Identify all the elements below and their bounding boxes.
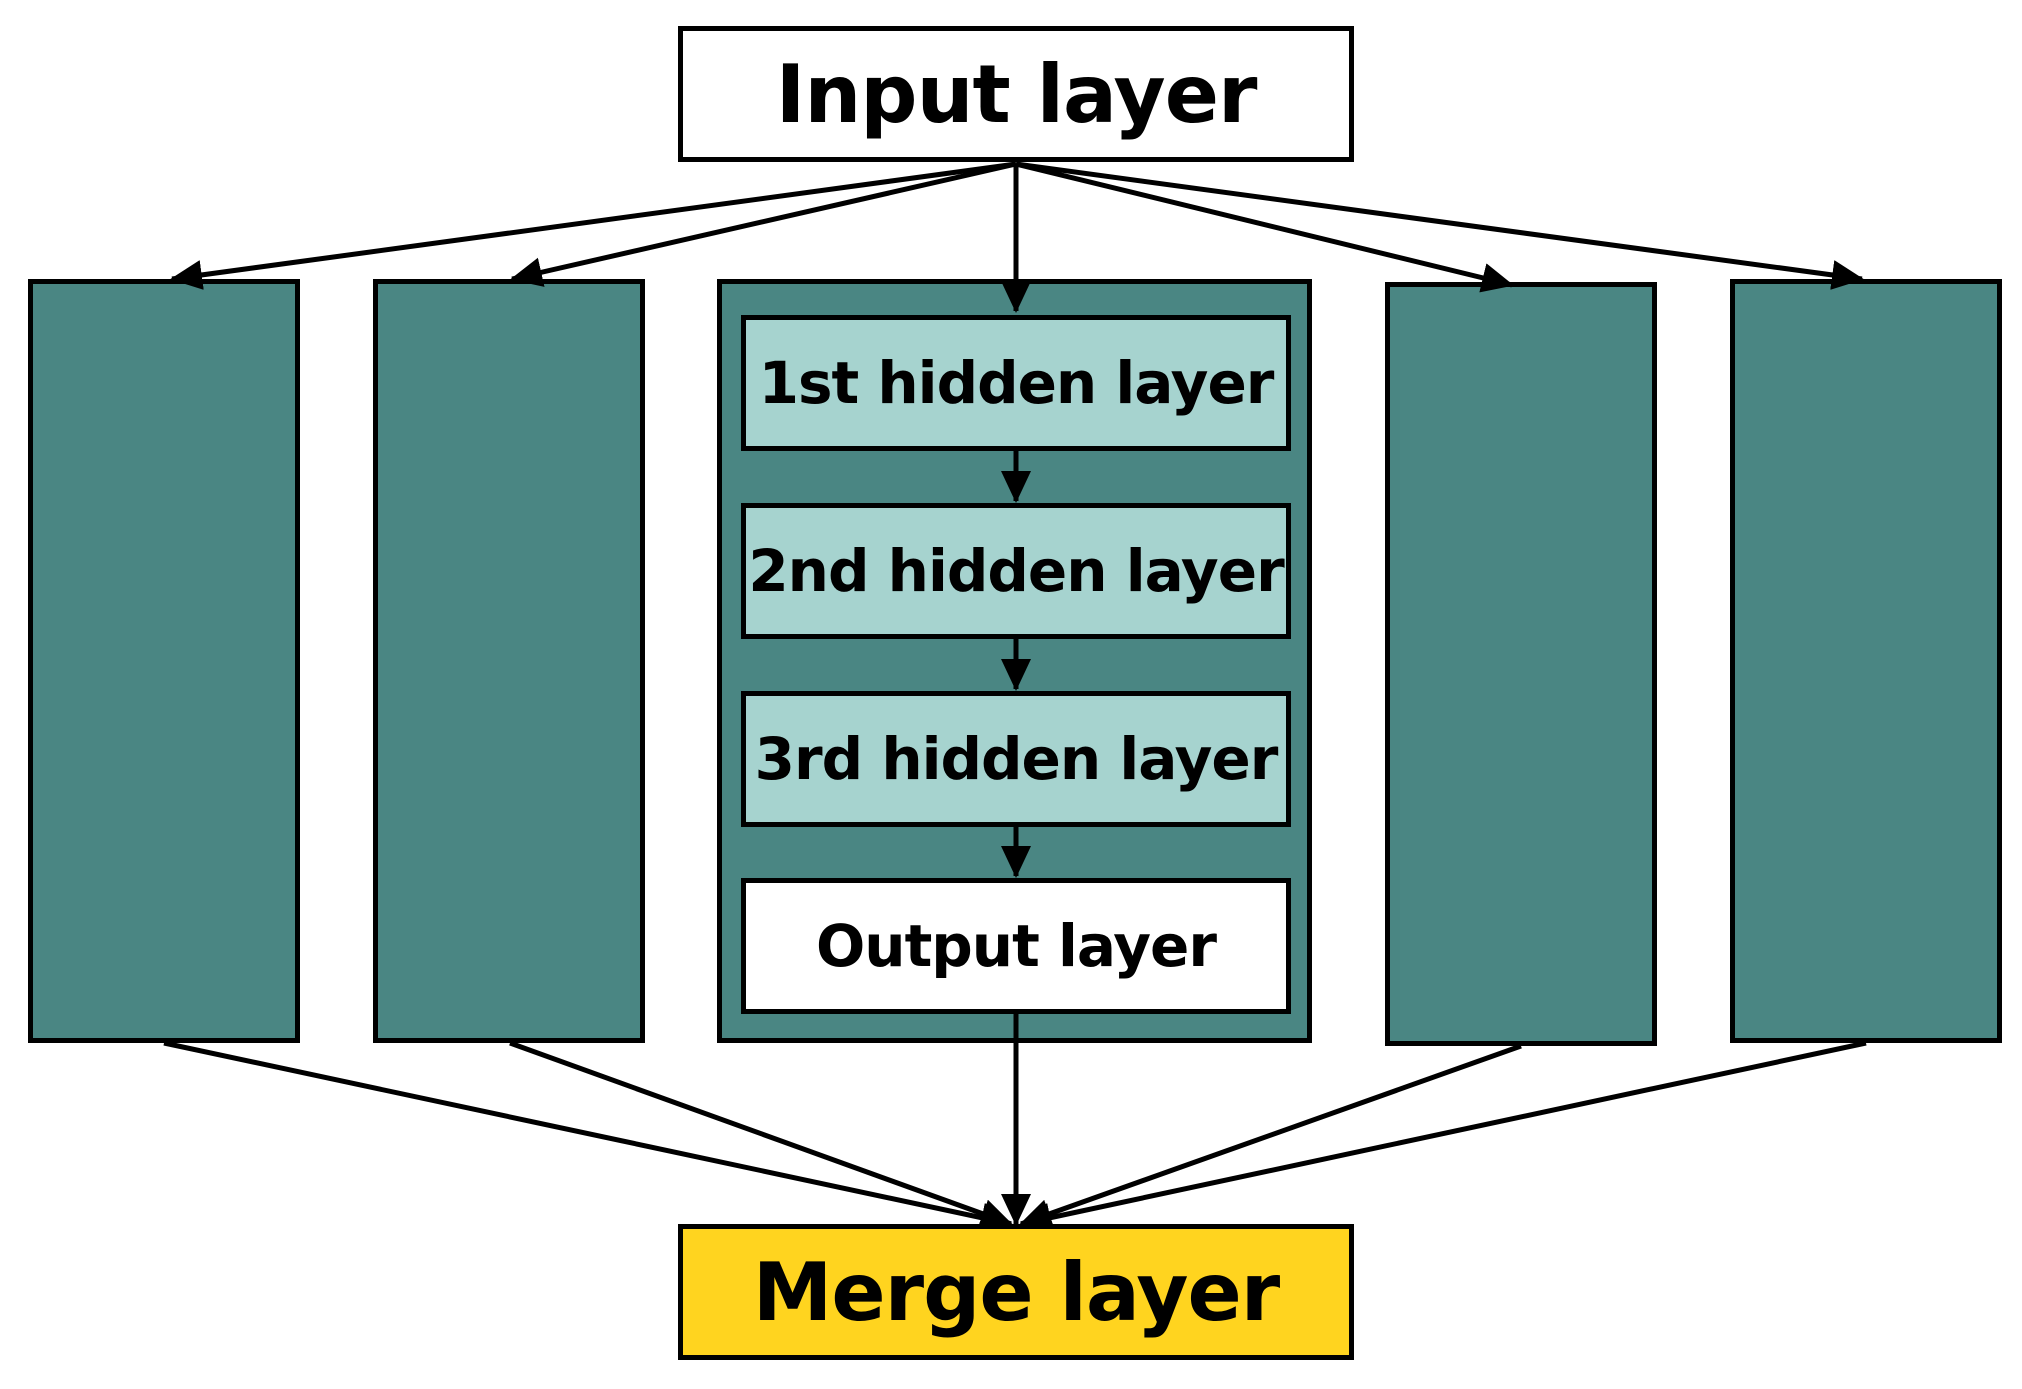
arrow-col-1-to-merge — [163, 1040, 1013, 1233]
arrow-col-4-to-merge — [1019, 1043, 1522, 1229]
arrow-input-to-col-1 — [170, 161, 1017, 290]
arrow-col-2-to-merge — [509, 1040, 1013, 1228]
branch-column-1 — [28, 279, 300, 1043]
branch-column-4 — [1385, 282, 1657, 1046]
arrow-col-5-to-merge — [1019, 1040, 1867, 1233]
output-layer-box: Output layer — [741, 878, 1291, 1014]
hidden-layer-2-box: 2nd hidden layer — [741, 503, 1291, 639]
input-layer-box: Input layer — [678, 26, 1354, 162]
merge-layer-box: Merge layer — [678, 1224, 1354, 1360]
hidden-layer-1-box: 1st hidden layer — [741, 315, 1291, 451]
arrow-input-to-col-5 — [1015, 161, 1864, 290]
arrow-input-to-col-2 — [510, 161, 1017, 287]
branch-column-2 — [373, 279, 645, 1043]
hidden-layer-3-box: 3rd hidden layer — [741, 691, 1291, 827]
branch-column-5 — [1730, 279, 2002, 1043]
arrow-input-to-col-4 — [1015, 161, 1514, 293]
